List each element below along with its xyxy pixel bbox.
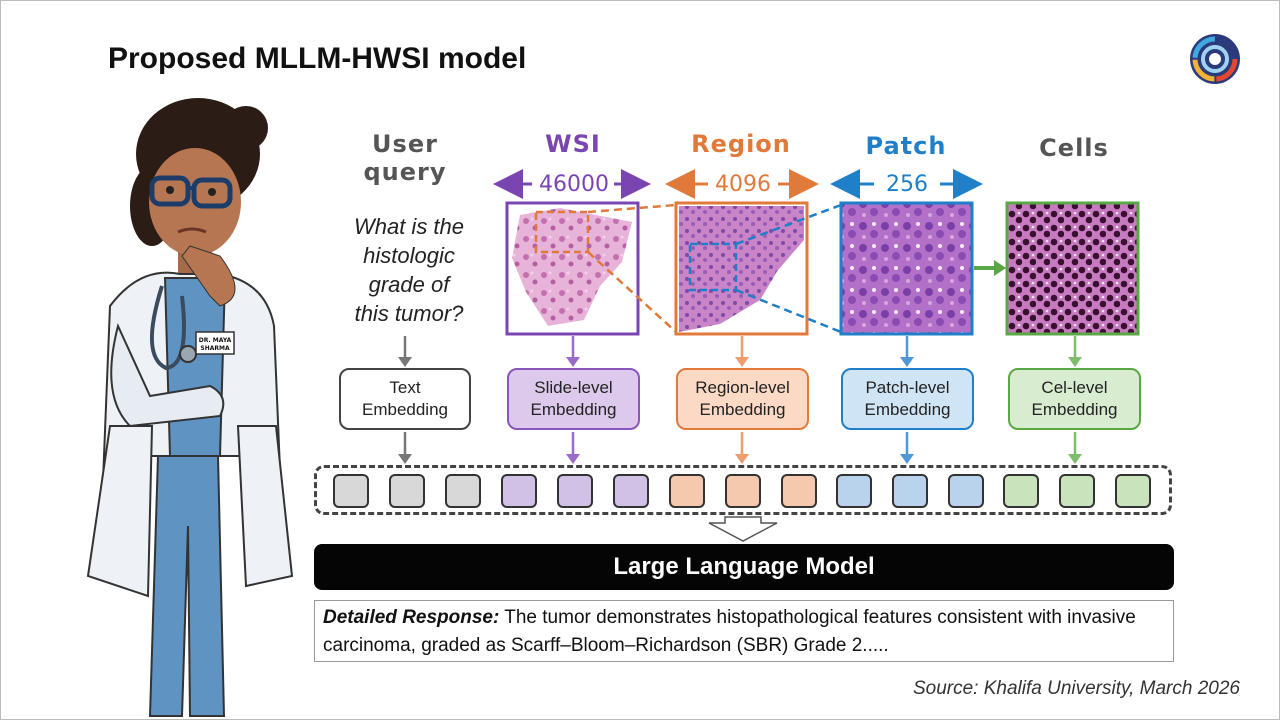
token [892,474,928,508]
down-arrow-to-llm [708,516,778,542]
token [1115,474,1151,508]
column-header-patch: Patch [865,132,947,160]
token [781,474,817,508]
wsi-zoom-box [534,210,590,254]
region-zoom-box [688,242,738,292]
doctor-illustration: DR. MAYA SHARMA [86,98,294,717]
query-line: What is the [353,214,465,239]
logo-icon [1190,34,1240,84]
response-box: Detailed Response: The tumor demonstrate… [314,600,1174,662]
badge-name-line2: SHARMA [200,345,230,352]
patch-to-cells-arrowhead [994,260,1006,276]
zoom-connector [735,288,842,334]
cell-embedding-line1: Cel-level [1041,378,1108,397]
region-tissue [679,206,804,332]
zoom-connector [735,203,842,246]
user-query-text: What is the histologic grade of this tum… [334,212,484,328]
token [613,474,649,508]
region-dimension: 4096 [715,172,771,197]
column-header-cells: Cells [1039,134,1109,162]
cell-embedding-line2: Embedding [1031,400,1118,419]
wsi-tissue [512,208,632,326]
patch-embedding-line1: Patch-level [865,378,950,397]
flow-arrowhead [566,454,580,464]
flow-arrowhead [1068,357,1082,367]
flow-arrowhead [900,357,914,367]
slide-title: Proposed MLLM-HWSI model [108,42,527,75]
region-embedding-line1: Region-level [695,378,790,397]
column-header-region: Region [691,130,791,158]
source-caption: Source: Khalifa University, March 2026 [912,678,1240,699]
text-embedding-line1: Text [389,378,421,397]
flow-arrows [398,336,1082,464]
query-line: grade of [368,272,450,297]
wsi-dimension: 46000 [539,172,609,197]
zoom-connector [587,251,677,333]
region-embedding-line2: Embedding [699,400,786,419]
token [389,474,425,508]
badge-name-line1: DR. MAYA [199,337,232,344]
slide-embedding-line1: Slide-level [534,378,613,397]
token [725,474,761,508]
patch-embedding-line2: Embedding [864,400,951,419]
zoom-connector [587,203,677,214]
text-embedding-line2: Embedding [361,400,448,419]
token [1003,474,1039,508]
cells-image [1005,201,1140,336]
token [948,474,984,508]
patch-image [839,201,974,336]
token-sequence [314,465,1172,515]
column-header-user-query: User query [363,130,447,186]
flow-arrowhead [900,454,914,464]
column-header-wsi: WSI [545,130,601,158]
flow-arrowhead [1068,454,1082,464]
token [669,474,705,508]
query-line: histologic [363,243,455,268]
query-line: this tumor? [354,301,464,326]
token [1059,474,1095,508]
token [445,474,481,508]
token [333,474,369,508]
flow-arrowhead [398,454,412,464]
flow-arrowhead [566,357,580,367]
token [501,474,537,508]
slide-embedding-line2: Embedding [530,400,617,419]
response-lead: Detailed Response: [323,607,500,628]
flow-arrowhead [735,454,749,464]
token [557,474,593,508]
flow-arrowhead [398,357,412,367]
response-text: The tumor demonstrates histopathological… [323,607,1136,656]
flow-arrowhead [735,357,749,367]
llm-label: Large Language Model [613,553,875,580]
patch-dimension: 256 [886,172,928,197]
llm-bar: Large Language Model [314,544,1174,590]
token [836,474,872,508]
